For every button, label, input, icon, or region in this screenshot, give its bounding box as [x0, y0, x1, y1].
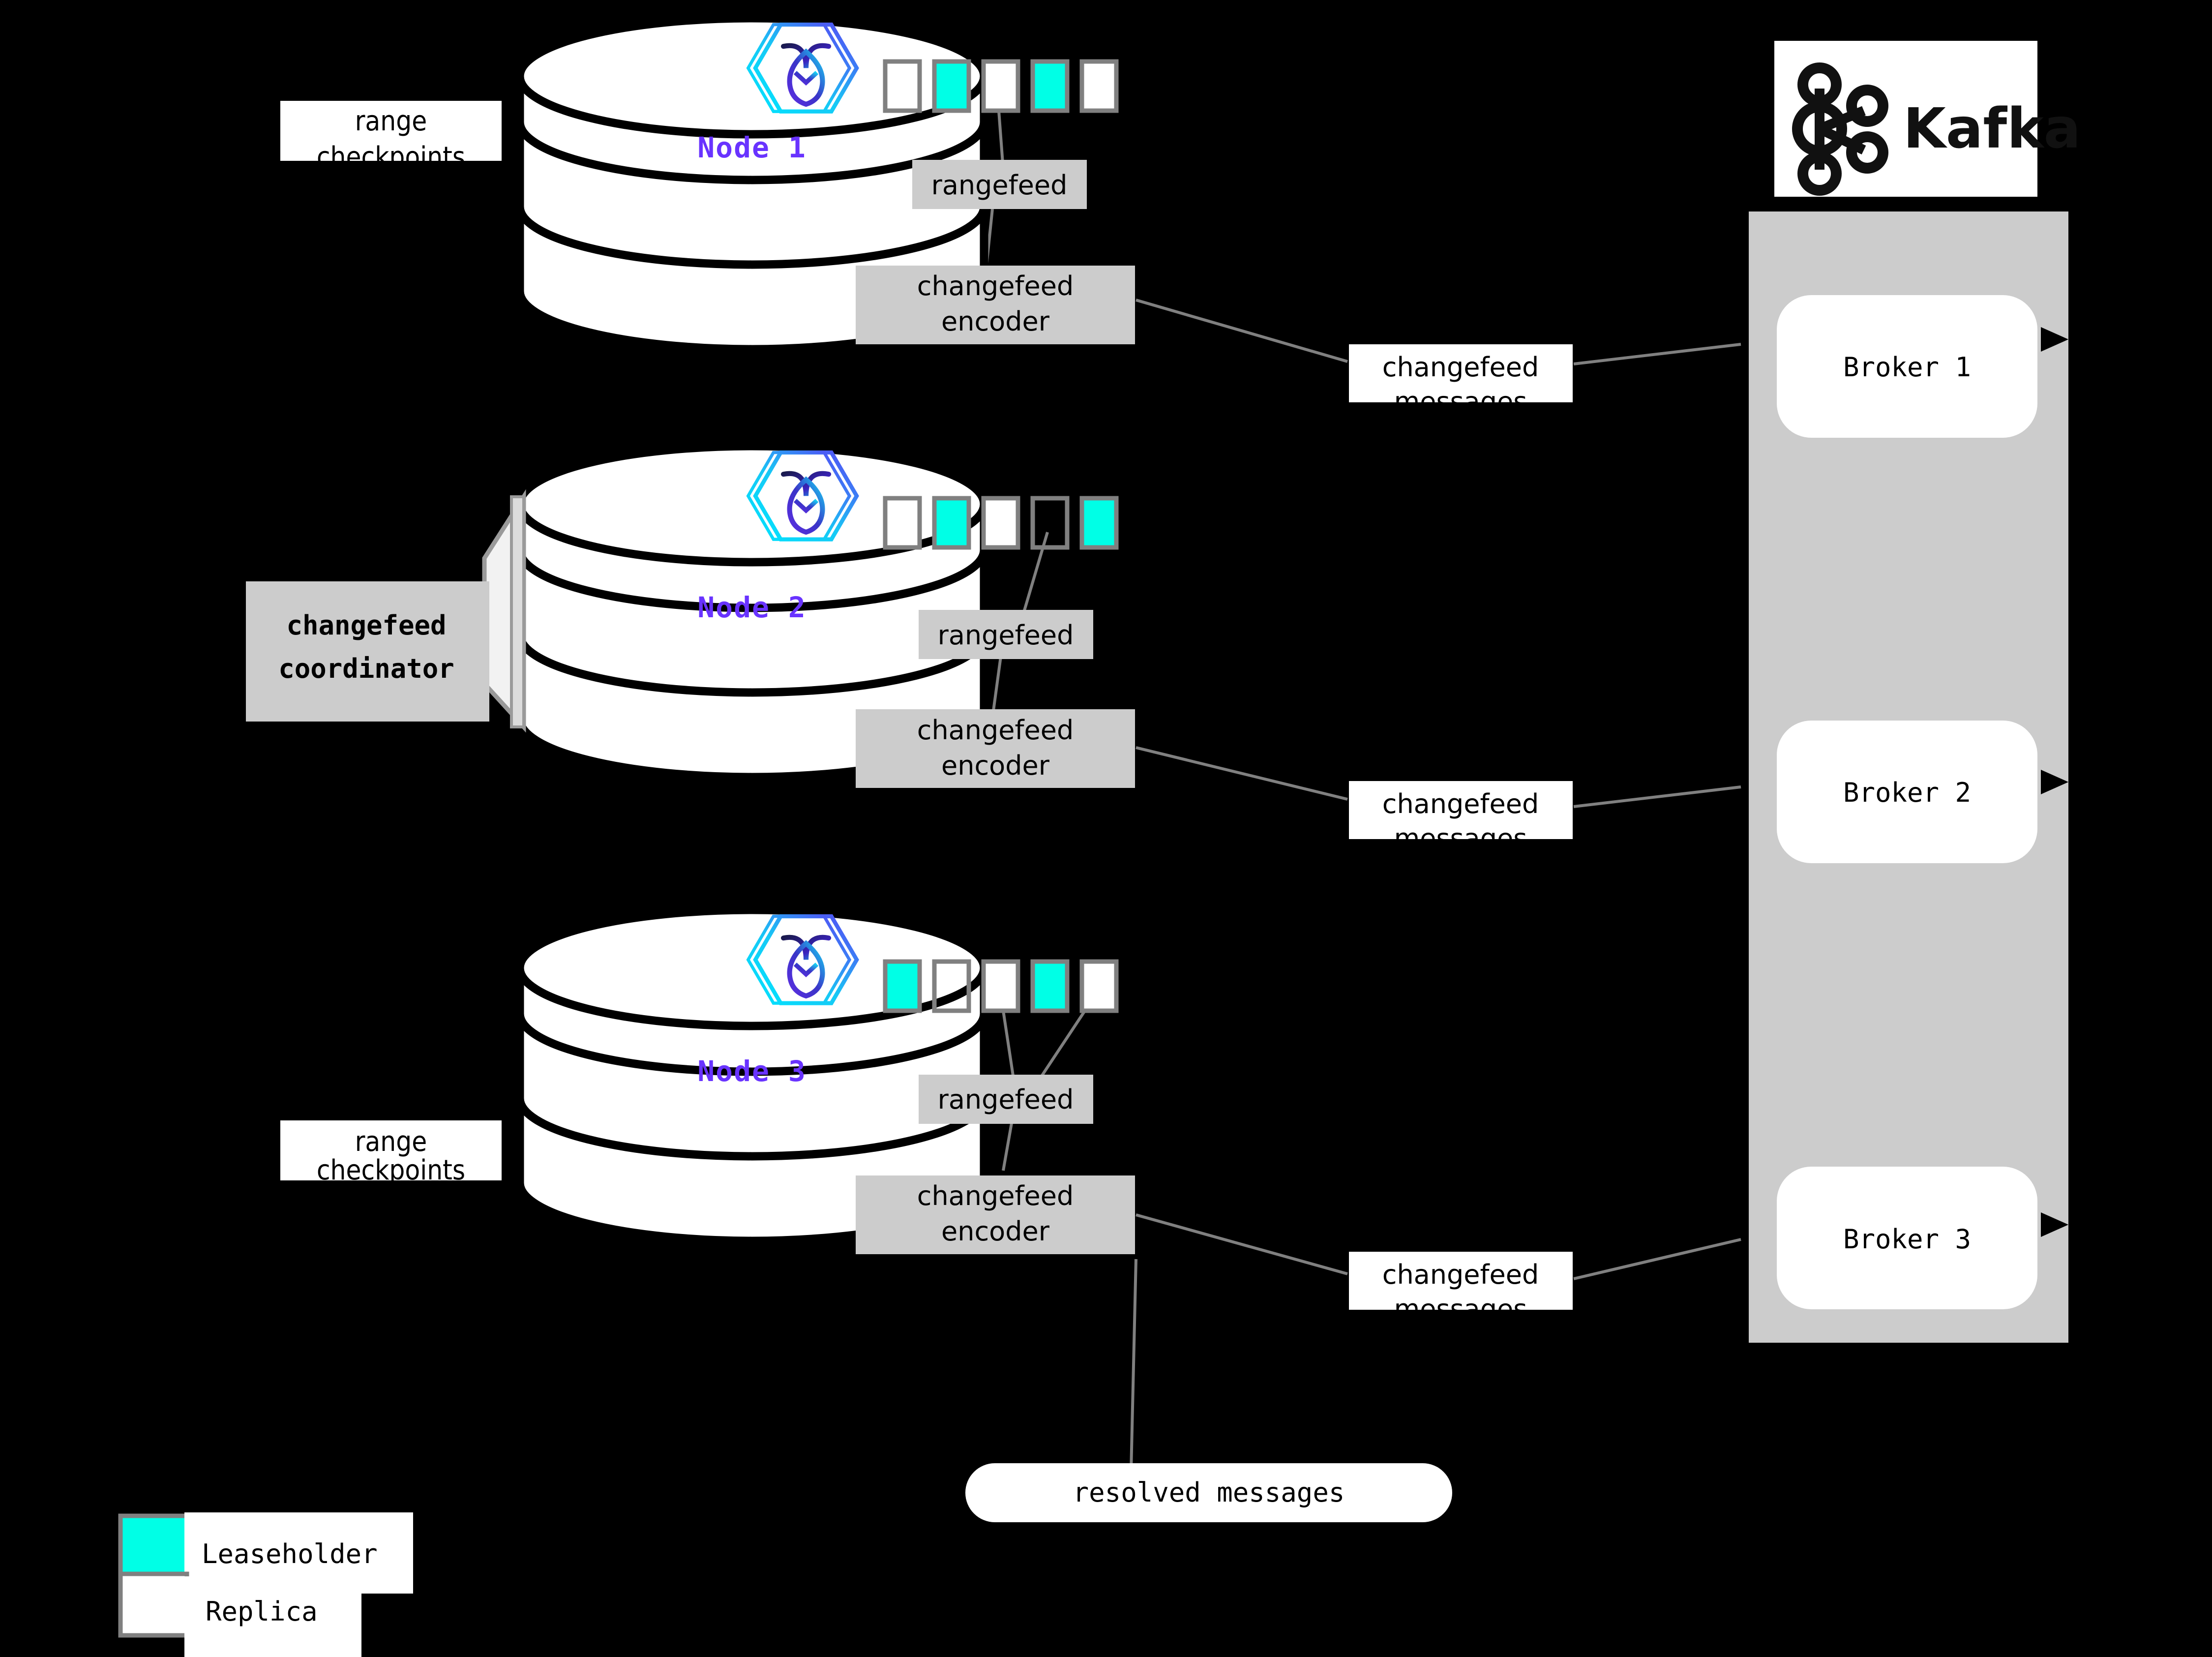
node-2-encoder-box[interactable] — [856, 709, 1135, 788]
node-3-range-1[interactable] — [932, 959, 971, 1013]
broker-3-box[interactable] — [1777, 1167, 2037, 1309]
node-3-cockroachdb-hexagon-icon — [746, 914, 859, 1005]
node-1-range-4[interactable] — [1079, 59, 1119, 113]
node-1-messages-line1: changefeed — [1382, 352, 1539, 383]
node-2-rangefeed-label: rangefeed — [938, 620, 1074, 651]
node-3-range-checkpoints-box — [280, 1120, 502, 1180]
node-1-rangefeed-box[interactable] — [912, 160, 1087, 209]
node-1-range-0[interactable] — [883, 59, 922, 113]
node-2-messages-box — [1349, 781, 1573, 839]
node-1-messages-to-kafka-connector — [1573, 343, 1741, 365]
node-1-encoder-line1: changefeed — [917, 271, 1074, 301]
legend-label-leaseholder: Leaseholder — [202, 1538, 378, 1569]
node-2-encoder-to-messages-connector — [1136, 746, 1348, 801]
node-1-encoder-box[interactable] — [856, 266, 1135, 344]
kafka-section: Kafka Broker 1 Broker 2 Broker 3 — [1749, 41, 2081, 1343]
node-3-range-2[interactable] — [981, 959, 1020, 1013]
node-3-encoder-box[interactable] — [856, 1175, 1135, 1254]
changefeed-coordinator-box[interactable] — [246, 581, 489, 722]
node-1-range-checkpoints-line2: checkpoints — [317, 141, 465, 173]
legend-swatch-replica — [118, 1571, 189, 1638]
node-3-messages-box — [1349, 1252, 1573, 1310]
resolved-messages-label: resolved messages — [1073, 1477, 1345, 1508]
node-3-messages-to-kafka-connector — [1573, 1238, 1741, 1280]
broker-1-box[interactable] — [1777, 295, 2037, 438]
node-3-range-0[interactable] — [883, 959, 922, 1013]
broker-2-box[interactable] — [1777, 721, 2037, 863]
node-3-messages-line2: messages — [1394, 1294, 1527, 1325]
node-1-range-3[interactable] — [1030, 59, 1070, 113]
broker-3-label: Broker 3 — [1843, 1224, 1971, 1255]
node-3-range-4[interactable] — [1079, 959, 1119, 1013]
node-3-messages-line1: changefeed — [1382, 1259, 1539, 1290]
node-3-encoder-to-messages-connector — [1136, 1213, 1348, 1275]
broker-2-label: Broker 2 — [1843, 777, 1971, 808]
broker-3-inbound-arrow-icon — [2041, 1212, 2068, 1237]
node-2-messages-line1: changefeed — [1382, 788, 1539, 819]
changefeed-coordinator-callout[interactable]: changefeed coordinator — [246, 489, 526, 733]
legend-swatch-leaseholder — [118, 1513, 189, 1580]
node-3-label: Node 3 — [697, 1054, 807, 1088]
resolved-messages-group: resolved messages — [965, 1259, 1452, 1522]
node-1-messages-line2: messages — [1394, 386, 1527, 417]
node-2-encoder-line2: encoder — [941, 750, 1050, 781]
broker-1-inbound-arrow-icon — [2041, 327, 2068, 352]
node-2-range-4[interactable] — [1079, 496, 1119, 550]
node-2-cockroachdb-hexagon-icon — [746, 450, 859, 542]
node-2-rangefeed-box[interactable] — [919, 610, 1093, 659]
legend-label-replica: Replica — [206, 1596, 318, 1627]
node-3-range-checkpoints-line2: checkpoints — [317, 1154, 465, 1186]
node-1-encoder-line2: encoder — [941, 306, 1050, 337]
node-3-encoder-line2: encoder — [941, 1216, 1050, 1247]
node-1-group: Node 1 range checkpoints rangefeed chang… — [280, 14, 1741, 417]
node-2-rangefeed-to-encoder-connector — [992, 656, 1002, 711]
broker-2-inbound-arrow-icon — [2041, 770, 2068, 794]
node-1-range3-to-rangefeed-connector — [997, 104, 1005, 170]
node-1-range-checkpoints-line1: range — [355, 105, 427, 137]
legend: Leaseholder Replica — [118, 1512, 413, 1657]
node-1-rangefeed-label: rangefeed — [931, 170, 1068, 201]
node-1-messages-box — [1349, 344, 1573, 402]
node-2-messages-line2: messages — [1394, 823, 1527, 854]
node-2-range-0[interactable] — [883, 496, 922, 550]
node-1-range-checkpoints-box — [280, 101, 502, 161]
node-2-messages-to-kafka-connector — [1573, 785, 1741, 808]
legend-label-box-replica — [184, 1576, 361, 1657]
node-2-label: Node 2 — [697, 591, 807, 624]
node-2-range-2[interactable] — [981, 496, 1020, 550]
kafka-logo-text: Kafka — [1903, 97, 2081, 161]
node-1-encoder-to-messages-connector — [1136, 299, 1348, 363]
node-3-rangefeed-box[interactable] — [919, 1075, 1093, 1124]
changefeed-coordinator-line1: changefeed — [286, 610, 446, 641]
resolved-messages-pill[interactable] — [965, 1463, 1452, 1522]
node-3-range-3[interactable] — [1030, 959, 1070, 1013]
node-3-encoder-line1: changefeed — [917, 1180, 1074, 1211]
broker-1-label: Broker 1 — [1843, 352, 1971, 383]
node-1-label: Node 1 — [697, 131, 807, 164]
node-1-cockroachdb-hexagon-icon — [746, 22, 859, 114]
node-2-group: Node 2 changefeed coordinator rangefeed … — [246, 442, 1741, 854]
node-3-rangefeed-label: rangefeed — [938, 1084, 1074, 1115]
resolved-messages-inbound-connector — [1130, 1259, 1137, 1471]
node-2-encoder-line1: changefeed — [917, 715, 1074, 746]
kafka-logo-icon — [1792, 62, 1888, 196]
node-2-range-3[interactable] — [1030, 496, 1070, 550]
node-3-range-checkpoints-line1: range — [355, 1126, 427, 1158]
node-2-range-1[interactable] — [932, 496, 971, 550]
changefeed-coordinator-line2: coordinator — [278, 653, 454, 684]
node-1-range-1[interactable] — [932, 59, 971, 113]
node-3-group: Node 3 range checkpoints rangefeed chang… — [280, 905, 1741, 1325]
node-1-range-2[interactable] — [981, 59, 1020, 113]
node-3-rangefeed-to-encoder-connector — [1002, 1120, 1014, 1171]
